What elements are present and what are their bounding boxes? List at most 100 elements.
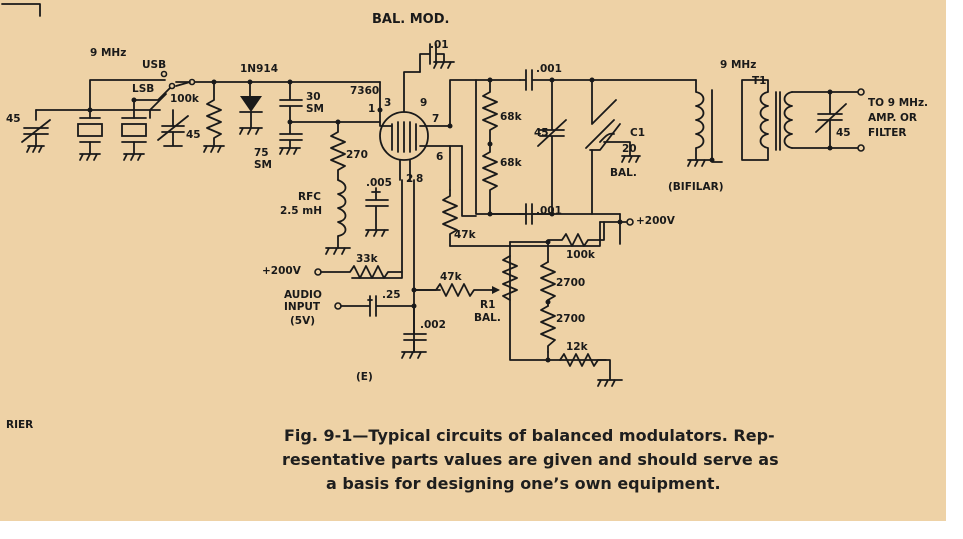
label-pin3: 3 (384, 97, 392, 109)
resistor-2700-upper (540, 261, 556, 301)
label-pin7: 7 (432, 113, 440, 125)
label-c01: .01 (430, 39, 449, 51)
label-r33k: 33k (356, 253, 378, 265)
label-c45-output: 45 (836, 127, 851, 139)
paper-edge (946, 0, 963, 539)
label-output-1: TO 9 MHz. (868, 97, 929, 109)
label-c001-top: .001 (536, 63, 562, 75)
label-rfc-value: 2.5 mH (280, 205, 322, 217)
resistor-47k-plate (442, 189, 458, 247)
label-pin2: 2 (406, 173, 414, 185)
label-b-plus-right: +200V (636, 215, 675, 227)
crystal-oscillator-wiring (35, 79, 381, 121)
plate-wiring (449, 79, 621, 217)
label-c45-crystal: 45 (186, 129, 201, 141)
crystal-usb (77, 117, 103, 161)
label-r47k-plate: 47k (454, 229, 476, 241)
label-r2700-lower: 2700 (556, 313, 586, 325)
resistor-68k-lower (482, 143, 498, 215)
selector-switch (160, 70, 196, 90)
junction-dots (87, 77, 715, 363)
label-c002: .002 (420, 319, 446, 331)
resistor-12k (559, 353, 623, 387)
label-diode: 1N914 (240, 63, 279, 75)
capacitor-30-sm (279, 81, 303, 123)
b-plus-left-line (314, 265, 403, 279)
label-panel-e: (E) (356, 371, 373, 383)
output-terminals (857, 88, 865, 152)
label-usb: USB (142, 59, 167, 71)
label-audio-2: INPUT (284, 301, 321, 313)
resistor-2700-lower (540, 299, 556, 353)
label-audio-1: AUDIO (284, 289, 322, 301)
rfc-2-5mh (325, 179, 351, 255)
label-r68k-upper: 68k (500, 111, 522, 123)
label-c1: C1 (630, 127, 646, 139)
label-rfc: RFC (298, 191, 321, 203)
label-r100k-left: 100k (170, 93, 199, 105)
label-c25: .25 (382, 289, 401, 301)
label-c001-bottom: .001 (536, 205, 562, 217)
label-c45-left: 45 (6, 113, 21, 125)
label-r1: R1 (480, 299, 496, 311)
corner-mark (1, 3, 41, 17)
potentiometer-r1-balance (502, 255, 518, 301)
label-r100k-right: 100k (566, 249, 595, 261)
caption-line-2: resentative parts values are given and s… (282, 450, 779, 469)
label-sm2: SM (254, 159, 273, 171)
transformer-t1 (741, 79, 859, 161)
label-c005: .005 (366, 177, 392, 189)
resistor-68k-upper (482, 79, 498, 145)
label-pin8: 8 (416, 173, 424, 185)
label-tube: 7360 (350, 85, 380, 97)
trimmer-capacitor-45-mid (537, 79, 567, 215)
paper-background (0, 0, 949, 521)
label-r1-bal: BAL. (474, 312, 501, 324)
capacitor-002 (401, 305, 427, 359)
label-lsb: LSB (132, 83, 155, 95)
crystal-lsb (121, 117, 147, 161)
resistor-47k-audio (413, 283, 500, 297)
trimmer-capacitor-45-crystal (149, 109, 189, 147)
capacitor-01-top (419, 43, 455, 73)
label-c30: 30 (306, 91, 321, 103)
capacitor-005 (365, 187, 389, 237)
label-c45-mid: 45 (534, 127, 549, 139)
bifilar-coil (687, 79, 723, 167)
label-c1-bal: BAL. (610, 167, 637, 179)
label-output-2: AMP. OR (868, 112, 917, 124)
label-bifilar: (BIFILAR) (668, 181, 724, 193)
label-sm1: SM (306, 103, 325, 115)
label-9mhz-right: 9 MHz (720, 59, 757, 71)
diagram-title: BAL. MOD. (372, 12, 450, 27)
capacitor-001-bottom (519, 203, 551, 225)
label-c1-value: 20 (622, 143, 637, 155)
trimmer-capacitor-45-output (815, 89, 847, 151)
label-t1: T1 (752, 75, 767, 87)
capacitor-001-top (519, 69, 593, 91)
capacitor-75-sm (279, 121, 381, 155)
b-plus-right-line (599, 213, 634, 245)
caption-line-3: a basis for designing one’s own equipmen… (326, 474, 721, 493)
label-r270: 270 (346, 149, 368, 161)
label-carrier-fragment: RIER (6, 419, 34, 431)
trimmer-capacitor-45-left (21, 119, 51, 153)
label-c75: 75 (254, 147, 269, 159)
label-b-plus-left: +200V (262, 265, 301, 277)
label-r68k-lower: 68k (500, 157, 522, 169)
label-pin9: 9 (420, 97, 428, 109)
label-r12k: 12k (566, 341, 588, 353)
label-audio-3: (5V) (290, 315, 316, 327)
label-9mhz-left: 9 MHz (90, 47, 127, 59)
caption-line-1: Fig. 9-1—Typical circuits of balanced mo… (284, 426, 775, 445)
diode-1n914 (239, 81, 263, 135)
resistor-270 (330, 121, 346, 181)
tube-7360 (379, 71, 463, 181)
audio-input-line (334, 295, 415, 317)
label-r2700-upper: 2700 (556, 277, 586, 289)
label-pin1: 1 (368, 103, 376, 115)
resistor-100k-left (203, 81, 225, 153)
label-r47k-audio: 47k (440, 271, 462, 283)
